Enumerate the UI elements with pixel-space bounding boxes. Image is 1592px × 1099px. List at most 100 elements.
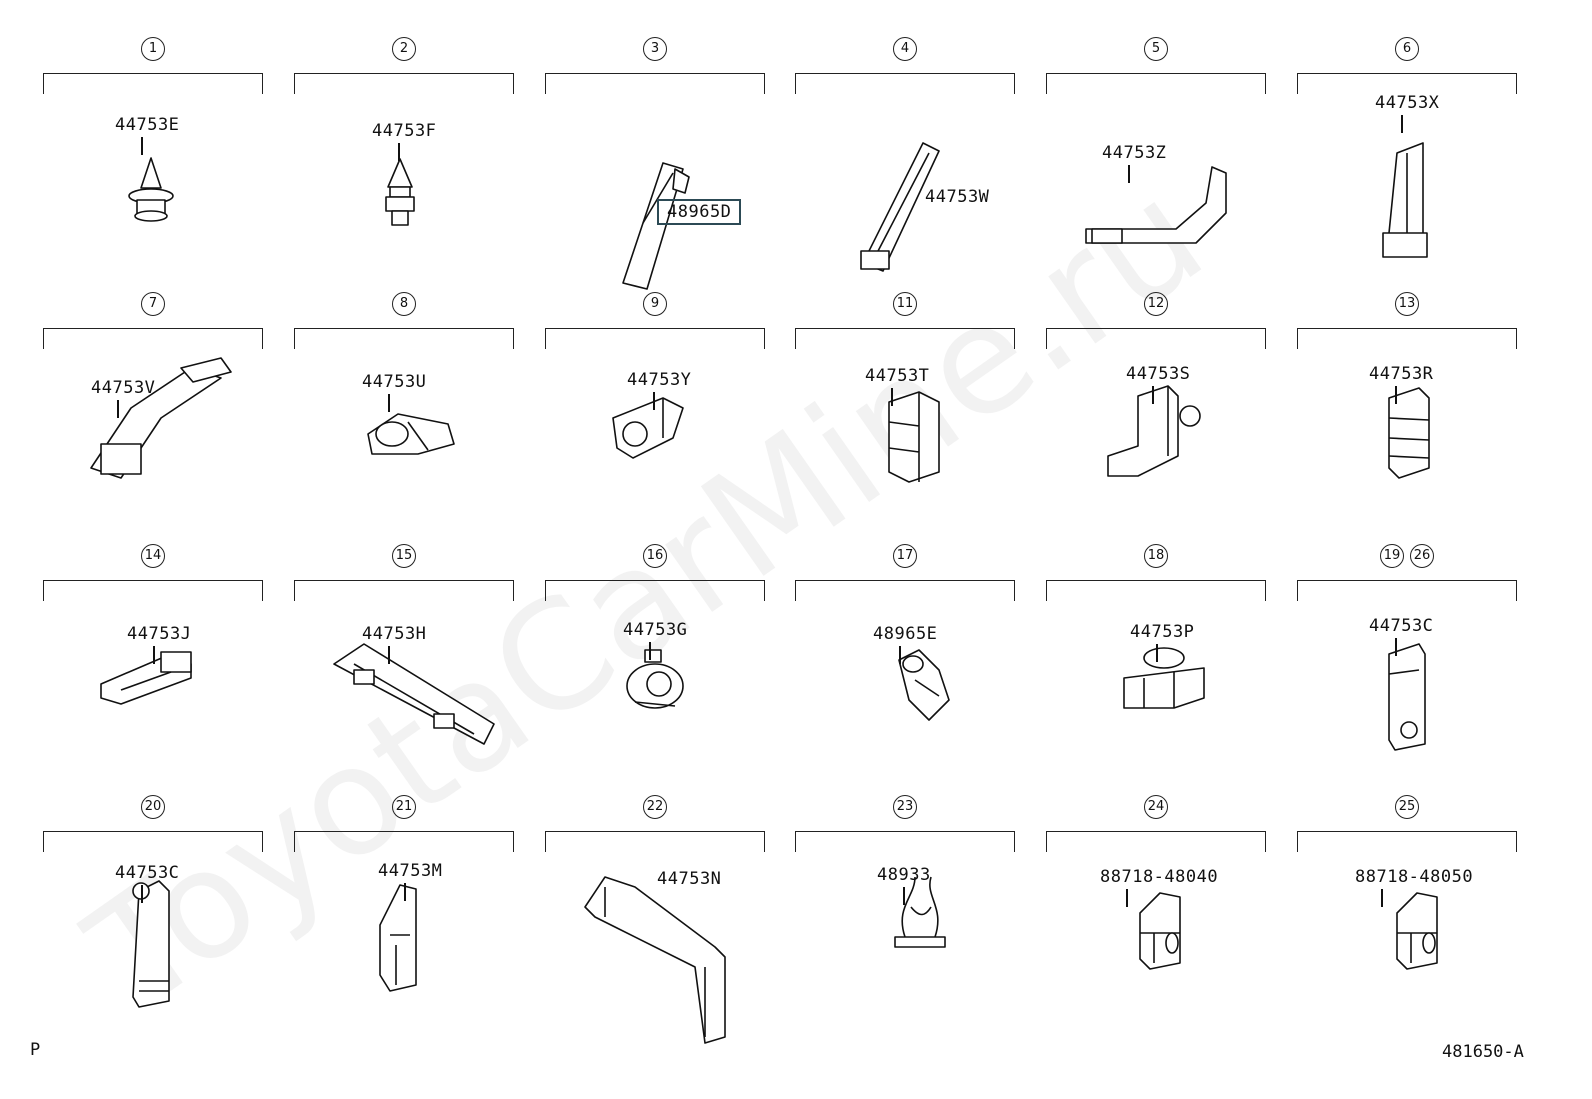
part-drawing <box>888 391 940 483</box>
part-number[interactable]: 44753M <box>378 861 443 881</box>
callout-number: 14 <box>141 544 165 568</box>
part-drawing <box>1107 385 1201 477</box>
group-bracket <box>43 831 263 852</box>
group-bracket <box>1297 328 1517 349</box>
part-number[interactable]: 44753Z <box>1102 143 1167 163</box>
callout-numbers: 9 <box>545 292 765 318</box>
leader-line <box>1156 644 1158 662</box>
callout-number: 2 <box>392 37 416 61</box>
part-drawing <box>1139 892 1181 970</box>
part-drawing <box>100 651 192 705</box>
group-bracket <box>795 831 1015 852</box>
part-number[interactable]: 44753C <box>1369 616 1434 636</box>
part-number[interactable]: 44753T <box>865 366 930 386</box>
callout-number: 8 <box>392 292 416 316</box>
callout-number: 12 <box>1144 292 1168 316</box>
part-cell: 22 44753N <box>545 795 765 1061</box>
part-number[interactable]: 44753F <box>372 121 437 141</box>
callout-numbers: 11 <box>795 292 1015 318</box>
part-cell: 14 44753J <box>43 544 263 810</box>
group-bracket <box>1297 73 1517 94</box>
part-drawing <box>385 158 415 226</box>
callout-number: 6 <box>1395 37 1419 61</box>
part-number[interactable]: 44753E <box>115 115 180 135</box>
part-number[interactable]: 44753N <box>657 869 722 889</box>
callout-number: 5 <box>1144 37 1168 61</box>
group-bracket <box>43 580 263 601</box>
callout-number: 3 <box>643 37 667 61</box>
part-number[interactable]: 88718-48040 <box>1100 867 1219 887</box>
group-bracket <box>545 831 765 852</box>
leader-line <box>153 646 155 664</box>
part-number[interactable]: 44753V <box>91 378 156 398</box>
callout-numbers: 1 <box>43 37 263 63</box>
part-number[interactable]: 88718-48050 <box>1355 867 1474 887</box>
callout-number: 7 <box>141 292 165 316</box>
part-drawing <box>367 413 455 455</box>
part-number[interactable]: 44753H <box>362 624 427 644</box>
callout-number: 22 <box>643 795 667 819</box>
callout-number: 9 <box>643 292 667 316</box>
part-cell: 24 88718-48040 <box>1046 795 1266 1061</box>
part-cell: 9 44753Y <box>545 292 765 558</box>
leader-line <box>1152 386 1154 404</box>
part-number[interactable]: 44753Y <box>627 370 692 390</box>
leader-line <box>117 400 119 418</box>
part-cell: 2 44753F <box>294 37 514 303</box>
part-drawing <box>128 157 174 222</box>
leader-line <box>141 885 143 903</box>
callout-numbers: 25 <box>1297 795 1517 821</box>
callout-number: 25 <box>1395 795 1419 819</box>
part-drawing <box>1123 647 1205 709</box>
callout-numbers: 3 <box>545 37 765 63</box>
leader-line <box>891 388 893 406</box>
part-number[interactable]: 48965D <box>657 199 742 225</box>
part-number[interactable]: 44753J <box>127 624 192 644</box>
group-bracket <box>795 73 1015 94</box>
leader-line <box>1395 638 1397 656</box>
part-number[interactable]: 44753C <box>115 863 180 883</box>
leader-line <box>649 642 651 660</box>
part-number[interactable]: 48965E <box>873 624 938 644</box>
part-drawing <box>626 649 684 709</box>
callout-numbers: 6 <box>1297 37 1517 63</box>
group-bracket <box>1046 831 1266 852</box>
part-number[interactable]: 44753X <box>1375 93 1440 113</box>
part-drawing <box>1382 142 1428 258</box>
part-cell: 25 88718-48050 <box>1297 795 1517 1061</box>
callout-numbers: 5 <box>1046 37 1266 63</box>
part-number[interactable]: 44753R <box>1369 364 1434 384</box>
group-bracket <box>294 831 514 852</box>
leader-line <box>388 394 390 412</box>
part-number[interactable]: 44753U <box>362 372 427 392</box>
part-number[interactable]: 48933 <box>877 865 931 885</box>
part-number[interactable]: 44753S <box>1126 364 1191 384</box>
group-bracket <box>294 328 514 349</box>
part-drawing <box>584 876 726 1044</box>
callout-numbers: 12 <box>1046 292 1266 318</box>
group-bracket <box>1046 73 1266 94</box>
part-drawing <box>1396 892 1438 970</box>
callout-number: 24 <box>1144 795 1168 819</box>
group-bracket <box>1297 580 1517 601</box>
part-number[interactable]: 44753P <box>1130 622 1195 642</box>
callout-numbers: 21 <box>294 795 514 821</box>
part-drawing <box>860 142 940 272</box>
group-bracket <box>545 580 765 601</box>
part-cell: 21 44753M <box>294 795 514 1061</box>
part-number[interactable]: 44753G <box>623 620 688 640</box>
part-cell: 1 44753E <box>43 37 263 303</box>
part-cell: 11 44753T <box>795 292 1015 558</box>
callout-number: 17 <box>893 544 917 568</box>
part-cell: 12 44753S <box>1046 292 1266 558</box>
part-number[interactable]: 44753W <box>925 187 990 207</box>
leader-line <box>1401 115 1403 133</box>
group-bracket <box>795 580 1015 601</box>
